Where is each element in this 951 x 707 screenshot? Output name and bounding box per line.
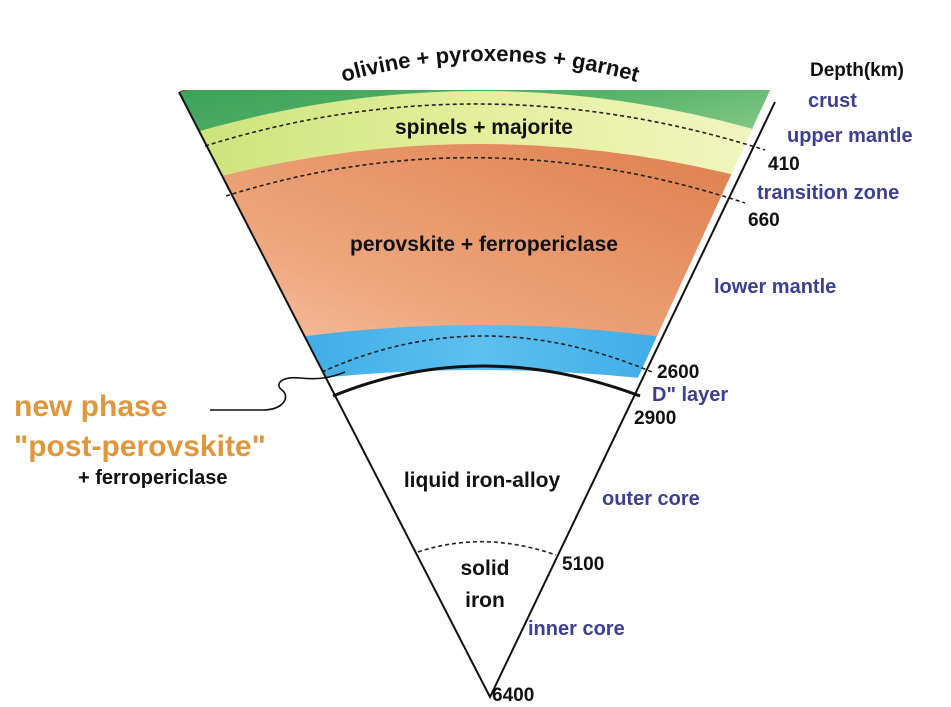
depth-header: Depth(km)	[810, 60, 904, 81]
inner-core-composition-line1: solid	[460, 557, 509, 580]
depth-2900: 2900	[634, 408, 676, 429]
depth-410: 410	[768, 154, 800, 175]
outer-core-composition: liquid iron-alloy	[404, 469, 561, 492]
callout-new-phase: new phase	[14, 390, 167, 423]
layer-crust: crust	[808, 90, 857, 112]
inner-core-composition-line2: iron	[465, 589, 505, 612]
layer-upper-mantle: upper mantle	[787, 125, 913, 147]
lower-mantle-composition: perovskite + ferropericlase	[350, 233, 618, 256]
core-region	[170, 372, 790, 707]
upper-mantle-composition: olivine + pyroxenes + garnet	[338, 41, 643, 87]
layer-inner-core: inner core	[528, 618, 625, 640]
callout-ferropericlase: + ferropericlase	[78, 467, 228, 489]
depth-660: 660	[748, 210, 780, 231]
transition-zone-composition: spinels + majorite	[395, 116, 573, 139]
layer-lower-mantle: lower mantle	[714, 276, 836, 298]
callout-post-perovskite: "post-perovskite"	[14, 430, 266, 463]
layer-transition-zone: transition zone	[757, 182, 899, 204]
depth-6400: 6400	[492, 685, 534, 706]
layer-outer-core: outer core	[602, 488, 700, 510]
layer-d-double-prime: D" layer	[652, 384, 728, 406]
callout-leader-line	[210, 372, 345, 410]
depth-5100: 5100	[562, 554, 604, 575]
depth-2600: 2600	[657, 362, 699, 383]
